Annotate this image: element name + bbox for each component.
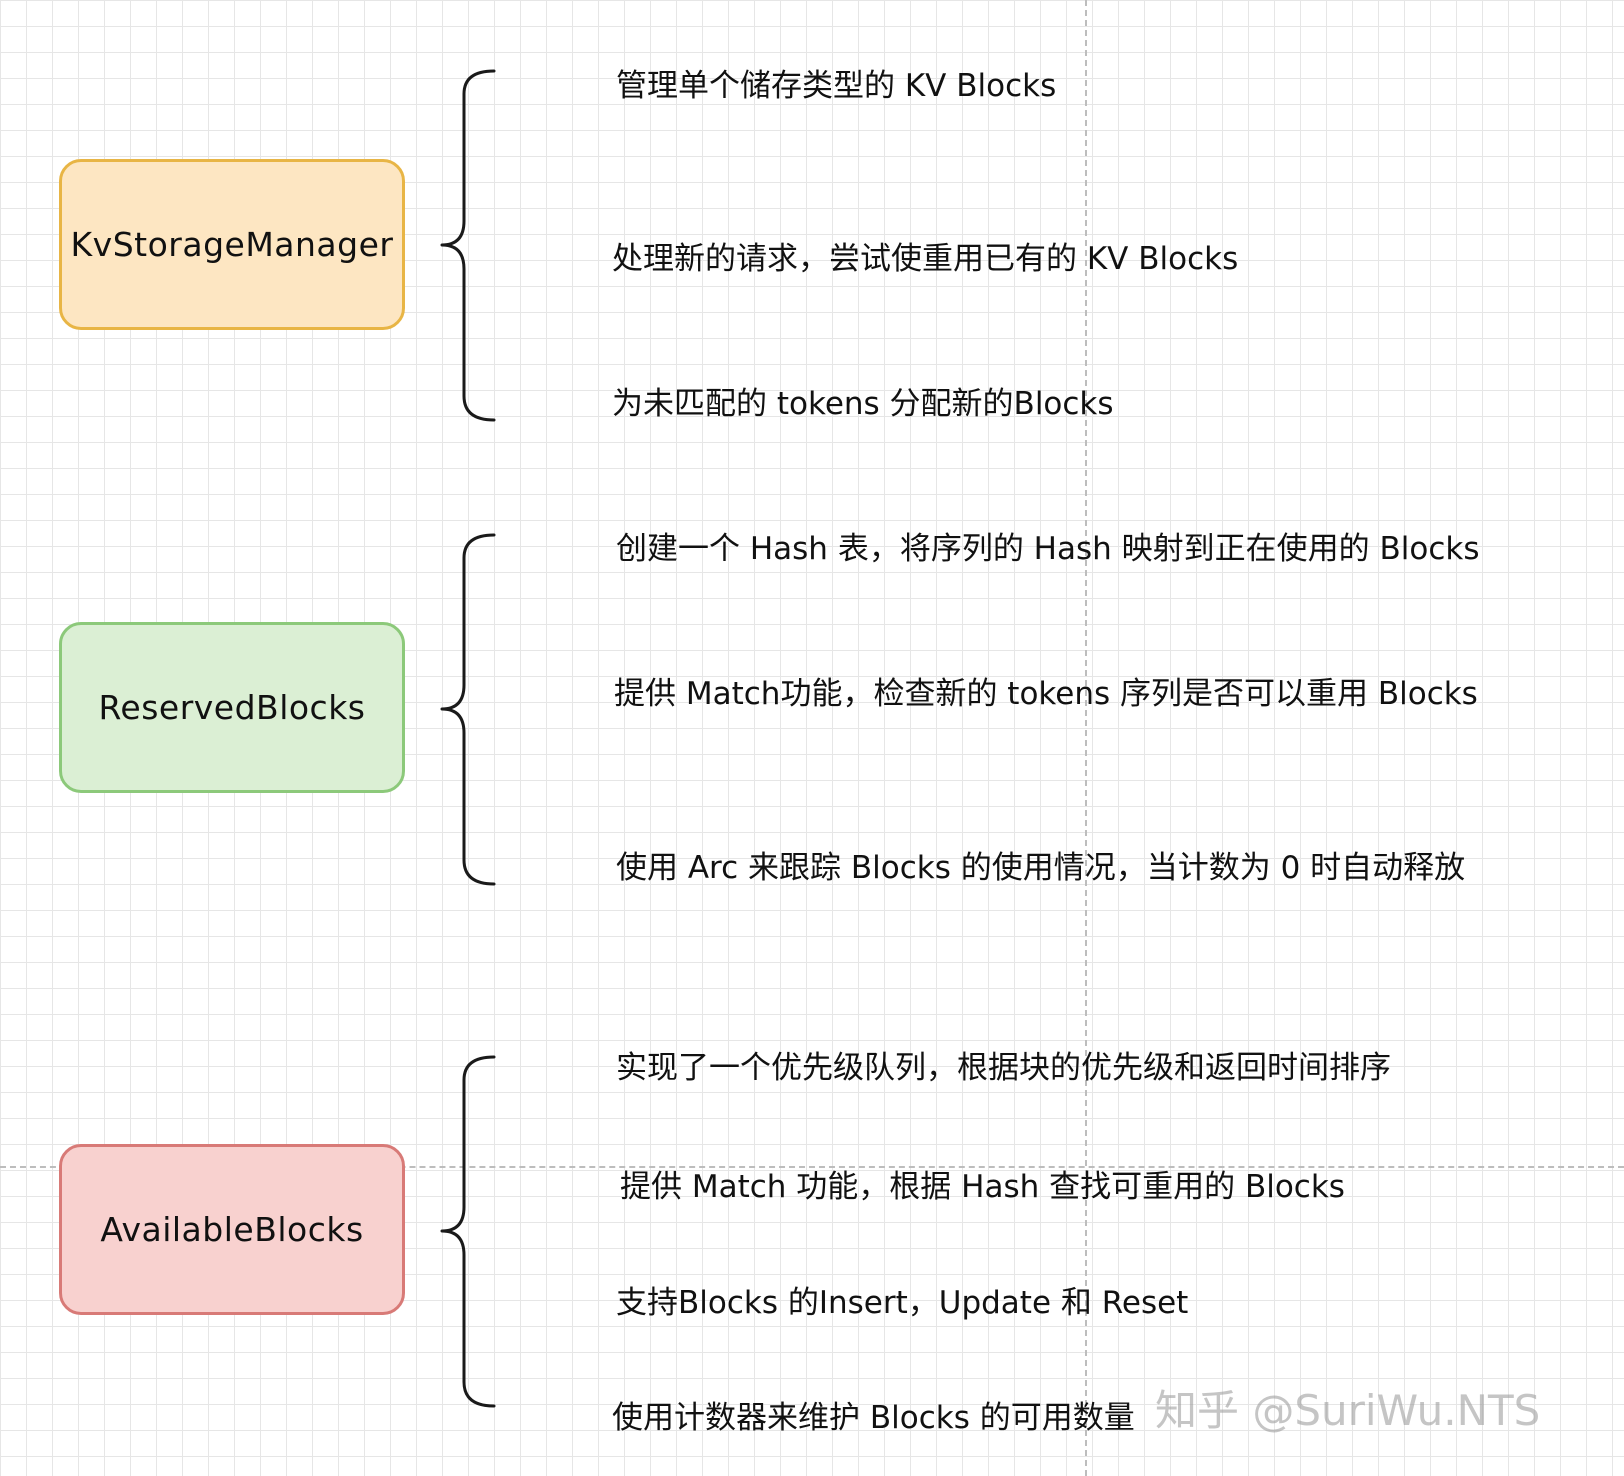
watermark: 知乎 @SuriWu.NTS [1155,1386,1541,1435]
reserved-blocks-brace [440,533,496,886]
kv-storage-manager-item-1: 管理单个储存类型的 KV Blocks [616,68,1057,104]
available-blocks-item-2: 提供 Match 功能，根据 Hash 查找可重用的 Blocks [620,1169,1345,1205]
kv-storage-manager-item-3: 为未匹配的 tokens 分配新的Blocks [612,386,1114,422]
kv-storage-manager-item-2: 处理新的请求，尝试使重用已有的 KV Blocks [612,241,1239,277]
reserved-blocks-node[interactable]: ReservedBlocks [59,622,405,793]
available-blocks-item-3: 支持Blocks 的Insert，Update 和 Reset [616,1285,1189,1321]
kv-storage-manager-brace [440,69,496,422]
horizontal-guide-line [0,1166,1624,1168]
available-blocks-brace [440,1055,496,1408]
kv-storage-manager-node[interactable]: KvStorageManager [59,159,405,330]
available-blocks-item-4: 使用计数器来维护 Blocks 的可用数量 [612,1400,1135,1436]
reserved-blocks-item-3: 使用 Arc 来跟踪 Blocks 的使用情况，当计数为 0 时自动释放 [616,850,1466,886]
reserved-blocks-item-2: 提供 Match功能，检查新的 tokens 序列是否可以重用 Blocks [614,676,1478,712]
available-blocks-node[interactable]: AvailableBlocks [59,1144,405,1315]
reserved-blocks-item-1: 创建一个 Hash 表，将序列的 Hash 映射到正在使用的 Blocks [616,531,1480,567]
available-blocks-item-1: 实现了一个优先级队列，根据块的优先级和返回时间排序 [616,1050,1391,1086]
vertical-guide-line [1085,0,1087,1476]
